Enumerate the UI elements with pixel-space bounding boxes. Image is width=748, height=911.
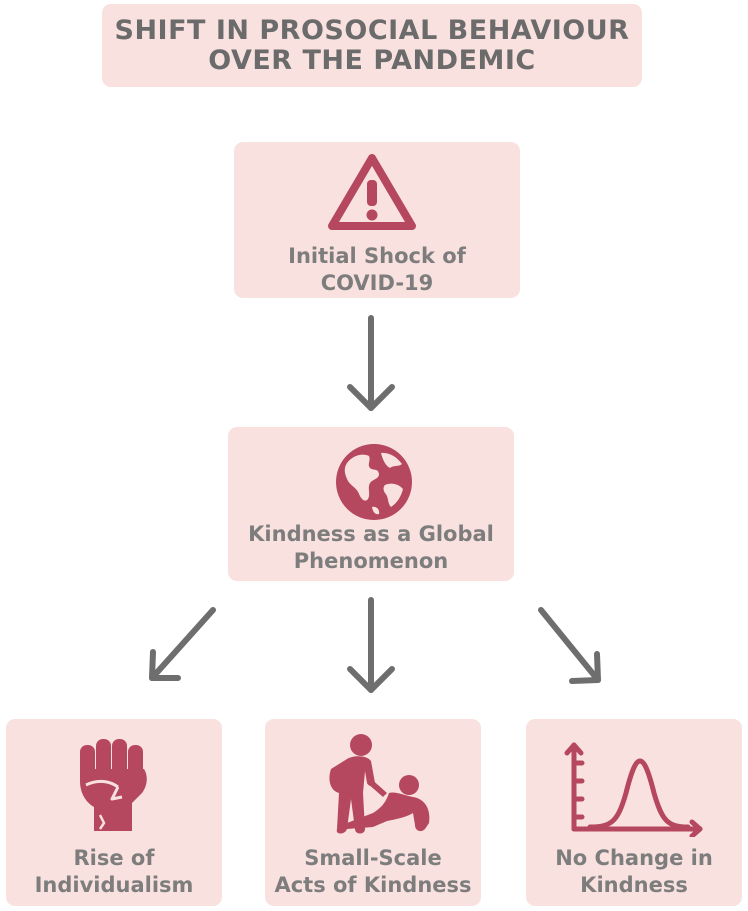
node-small-acts: Small-Scale Acts of Kindness bbox=[265, 719, 481, 906]
node-global-kindness: Kindness as a Global Phenomenon bbox=[228, 427, 514, 581]
node-no-change-line-2: Kindness bbox=[580, 873, 688, 897]
node-initial-shock: Initial Shock of COVID-19 bbox=[234, 142, 520, 298]
arrow-global-to-individualism bbox=[149, 607, 216, 681]
node-individualism-line-2: Individualism bbox=[34, 873, 194, 897]
title-box: SHIFT IN PROSOCIAL BEHAVIOUR OVER THE PA… bbox=[102, 4, 642, 87]
arrow-global-to-no-change bbox=[538, 607, 601, 684]
node-individualism-label: Rise of Individualism bbox=[6, 845, 222, 899]
node-no-change: No Change in Kindness bbox=[526, 719, 742, 906]
node-small-acts-line-1: Small-Scale bbox=[304, 846, 442, 870]
node-individualism: Rise of Individualism bbox=[6, 719, 222, 906]
raised-fist-icon bbox=[80, 739, 147, 831]
node-no-change-line-1: No Change in bbox=[555, 846, 713, 870]
node-global-kindness-label: Kindness as a Global Phenomenon bbox=[228, 521, 514, 575]
arrow-shock-to-global bbox=[347, 315, 395, 411]
title-line-2: OVER THE PANDEMIC bbox=[208, 45, 536, 76]
bell-curve-icon bbox=[564, 742, 703, 837]
node-global-kindness-line-1: Kindness as a Global bbox=[248, 522, 494, 546]
node-small-acts-line-2: Acts of Kindness bbox=[274, 873, 472, 897]
helping-hand-icon bbox=[329, 734, 430, 834]
node-small-acts-label: Small-Scale Acts of Kindness bbox=[265, 845, 481, 899]
node-initial-shock-line-1: Initial Shock of bbox=[288, 244, 466, 268]
arrow-global-to-small-acts bbox=[347, 597, 395, 693]
node-global-kindness-line-2: Phenomenon bbox=[293, 549, 449, 573]
title-line-1: SHIFT IN PROSOCIAL BEHAVIOUR bbox=[114, 15, 630, 46]
node-initial-shock-line-2: COVID-19 bbox=[320, 271, 434, 295]
diagram-title: SHIFT IN PROSOCIAL BEHAVIOUR OVER THE PA… bbox=[102, 16, 642, 76]
node-individualism-line-1: Rise of bbox=[73, 846, 155, 870]
globe-icon bbox=[336, 444, 412, 520]
node-initial-shock-label: Initial Shock of COVID-19 bbox=[234, 243, 520, 297]
warning-triangle-icon bbox=[328, 154, 416, 230]
node-no-change-label: No Change in Kindness bbox=[526, 845, 742, 899]
